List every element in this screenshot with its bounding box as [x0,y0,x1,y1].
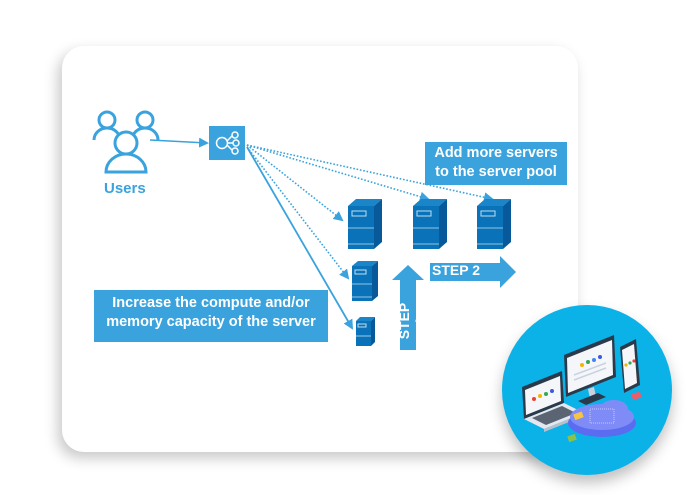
devices-illustration-badge [502,305,672,475]
server-medium [352,261,378,301]
lb-to-server-small [246,146,354,330]
monitor-icon [564,335,616,405]
devices-illustration [522,335,642,443]
scale-out-callout: Add more servers to the server pool [425,142,567,185]
users-to-lb-connector [149,137,209,148]
scale-out-callout-line-2: to the server pool [435,164,557,180]
cloud-icon [568,400,636,437]
dotted-connectors [246,144,494,280]
yellow-tile [573,411,584,421]
step1-arrow [392,265,424,350]
users-label: Users [104,180,146,197]
laptop-icon [522,371,584,432]
scale-up-callout-line-1: Increase the compute and/or [112,295,310,311]
server-small [356,317,375,346]
scale-up-callout-line-2: memory capacity of the server [106,314,316,330]
server-large-2 [413,199,447,249]
red-tile [631,391,642,401]
scale-up-callout: Increase the compute and/or memory capac… [94,290,328,342]
step2-arrow [430,256,516,288]
server-large-1 [348,199,382,249]
lb-to-server-large-2 [246,144,430,202]
green-tile [567,433,577,443]
scale-out-callout-line-1: Add more servers [434,145,558,161]
lb-to-server-large-3 [246,144,494,203]
step1-label: STEP 1 [396,302,428,340]
lb-to-server-medium [246,146,350,280]
smartphone-icon [620,339,640,393]
server-large-3 [477,199,511,249]
step2-label: STEP 2 [432,262,480,278]
load-balancer-icon [209,126,245,160]
users-icon [92,110,160,174]
